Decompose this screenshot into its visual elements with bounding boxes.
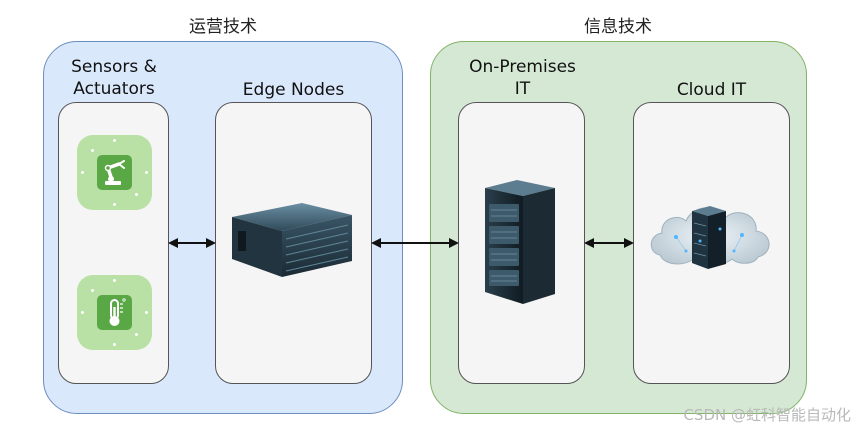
cloud-label: Cloud IT (676, 80, 747, 100)
ot-group-title: 运营技术 (189, 17, 257, 37)
rack-server-icon (232, 203, 352, 277)
tower-server-icon (485, 180, 555, 304)
sensors-label: Sensors & Actuators (50, 56, 178, 100)
sensors-label-line1: Sensors & (71, 57, 157, 77)
watermark: CSDN @虹科智能自动化 (683, 406, 851, 424)
robot-arm-tile (77, 135, 152, 210)
onprem-label-line1: On-Premises (469, 57, 576, 77)
edge-label: Edge Nodes (242, 80, 345, 100)
it-group-title: 信息技术 (584, 17, 652, 37)
robot-arm-icon (97, 155, 132, 190)
sensors-label-line2: Actuators (73, 79, 155, 99)
thermometer-icon (97, 295, 132, 330)
cloud-server-icon (650, 206, 770, 269)
onprem-label-line2: IT (514, 79, 531, 99)
onprem-label: On-Premises IT (450, 56, 595, 100)
thermometer-tile (77, 275, 152, 350)
